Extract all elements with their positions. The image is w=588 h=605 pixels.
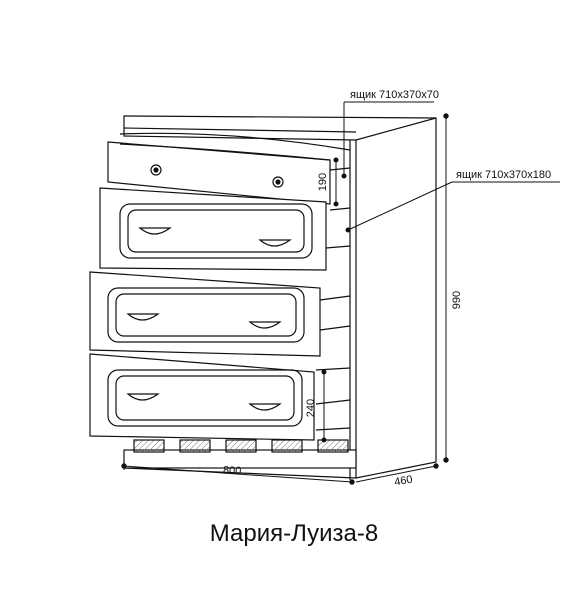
product-title: Мария-Луиза-8 bbox=[209, 520, 379, 547]
drawer-3-front bbox=[89, 271, 321, 357]
plinth-vent-3 bbox=[225, 439, 257, 453]
drawer-runners bbox=[315, 167, 351, 431]
drawer-2-front bbox=[99, 187, 327, 271]
drawer-4-front bbox=[89, 353, 315, 441]
drawer-3-panel bbox=[107, 287, 305, 343]
callout-large-drawer: ящик 710х370х180 bbox=[456, 169, 551, 181]
dimension-height: 990 bbox=[451, 291, 463, 309]
drawer-4 bbox=[89, 353, 315, 441]
drawer-2 bbox=[99, 187, 327, 271]
drawer-2-handle-right bbox=[258, 239, 292, 247]
dimension-lines bbox=[121, 101, 560, 485]
drawer-4-handle-right bbox=[248, 403, 282, 411]
top-drawer-front bbox=[107, 141, 331, 205]
drawer-2-handle-left bbox=[138, 227, 172, 235]
top-drawer bbox=[107, 132, 351, 205]
drawer-3-handle-left bbox=[126, 313, 160, 321]
dimension-width: 800 bbox=[223, 465, 242, 478]
drawer-3 bbox=[89, 271, 321, 357]
plinth-vent-2 bbox=[179, 439, 211, 453]
plinth-vent-1 bbox=[133, 439, 165, 453]
right-side-panel bbox=[355, 117, 437, 479]
callout-small-drawer: ящик 710х370х70 bbox=[350, 89, 439, 101]
plinth-vent-5 bbox=[317, 439, 349, 453]
drawer-2-panel bbox=[119, 203, 313, 259]
drawer-4-panel bbox=[107, 369, 303, 427]
dimension-drawer-240: 240 bbox=[305, 399, 317, 417]
plinth-vent-4 bbox=[271, 439, 303, 453]
dimension-depth: 460 bbox=[393, 474, 413, 489]
dimension-drawer-190: 190 bbox=[317, 173, 329, 191]
drawer-4-handle-left bbox=[126, 393, 160, 401]
drawer-3-handle-right bbox=[248, 321, 282, 329]
